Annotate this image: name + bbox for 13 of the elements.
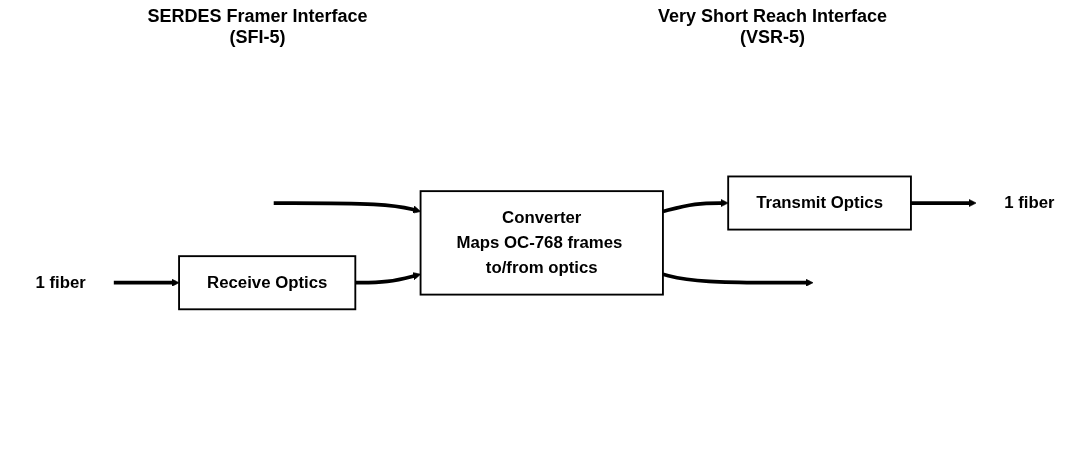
- interface-label: SERDES Framer Interface (SFI-5): [146, 6, 369, 48]
- node-box: Receive Optics: [178, 255, 357, 311]
- arrow: [355, 272, 421, 285]
- arrow: [273, 201, 421, 214]
- arrow: [662, 272, 814, 287]
- arrow: [910, 199, 977, 208]
- node-box: Transmit Optics: [727, 175, 912, 231]
- node-text: 1 fiber: [1004, 193, 1055, 213]
- interface-label: Very Short Reach Interface (VSR-5): [656, 6, 889, 48]
- node-text: 1 fiber: [35, 273, 86, 292]
- arrow: [113, 278, 180, 287]
- arrow: [662, 199, 729, 214]
- node-box: Converter Maps OC-768 frames to/from optics: [419, 190, 664, 296]
